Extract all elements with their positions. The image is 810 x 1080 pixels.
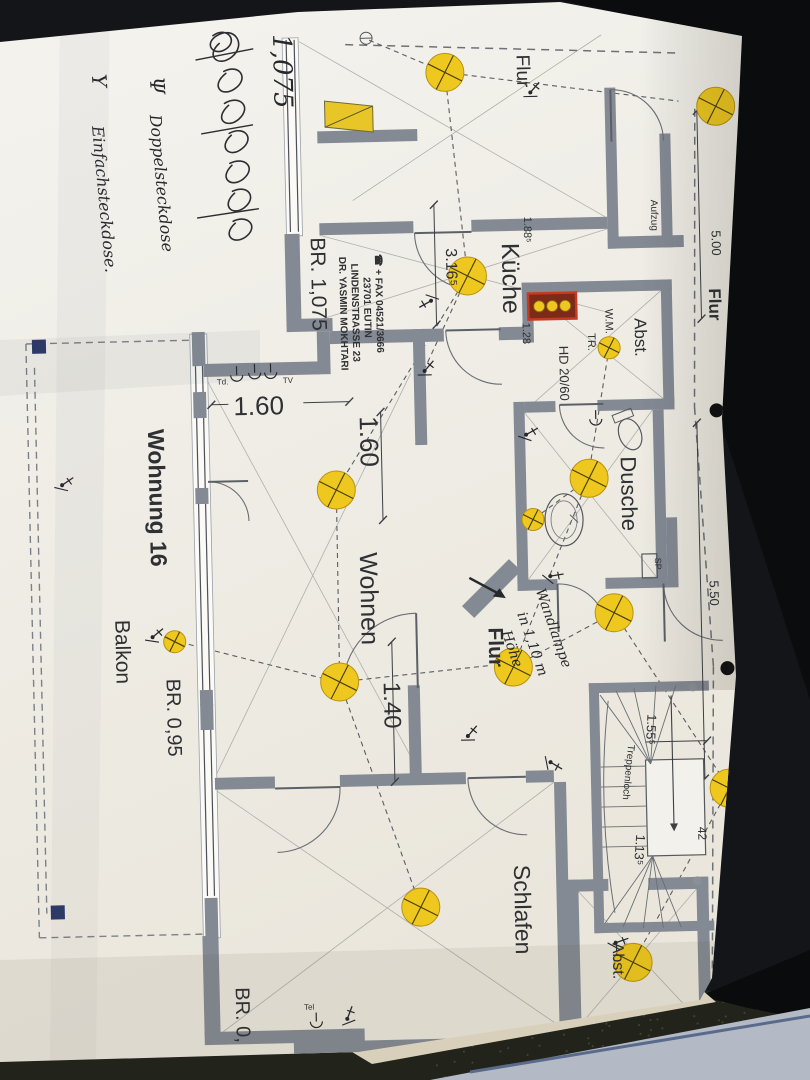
wall [215, 776, 275, 789]
door-leaf [559, 404, 603, 405]
wall [408, 685, 422, 779]
ceiling-light [317, 471, 356, 510]
wall [317, 331, 331, 374]
dim-3165: 3.16⁵ [442, 248, 460, 286]
room-dusche: Dusche [616, 456, 643, 531]
ceiling-light [401, 888, 440, 927]
label-br-095: BR. 0,95 [162, 678, 186, 756]
dim-128: 1.28 [520, 323, 532, 345]
ceiling-light [570, 459, 609, 498]
wall [319, 221, 413, 235]
dim-42: 42 [695, 827, 709, 841]
room-balkon: Balkon [110, 620, 134, 685]
hand-1075: 1,075 [266, 34, 298, 109]
label-wm: W.M. [602, 309, 615, 334]
stamp-line-2: LINDENSTRASSE 23 [348, 263, 361, 362]
ceiling-light [163, 630, 185, 652]
room-wohnen: Wohnen [354, 552, 384, 645]
label-wohnung-16: Wohnung 16 [143, 429, 172, 567]
door-leaf [208, 481, 248, 482]
ceiling-light [320, 663, 359, 702]
paper-sheet [0, 2, 742, 1062]
wall [284, 234, 301, 326]
dim-1135: 1.13⁵ [631, 834, 648, 866]
label-hd2060: HD 20/60 [556, 346, 572, 401]
dim-140: 1.40 [378, 681, 406, 728]
stamp-line-3: 23701 EUTIN [360, 277, 372, 338]
door-leaf [446, 329, 501, 330]
dim-1885: 1.88⁵ [521, 217, 533, 243]
door-leaf [610, 90, 611, 142]
stamp-line-4: ☎ + FAX 04521/3666 [372, 254, 385, 354]
dim-160-v: 1.60 [354, 416, 385, 467]
wall [200, 704, 214, 730]
door-leaf [415, 232, 472, 233]
wall [193, 392, 207, 418]
wall [524, 401, 555, 413]
ceiling-light [425, 53, 464, 92]
dim-1555: 1.55⁵ [643, 714, 659, 745]
hand-legend-symbol-doppel: Ψ [145, 76, 170, 96]
label-tv: TV [283, 376, 294, 385]
dim-160-h: 1.60 [233, 390, 284, 421]
label-tr: TR. [585, 333, 597, 351]
room-flur-top: Flur [511, 54, 533, 88]
label-br-1075: BR. 1,075 [306, 237, 331, 331]
wall [200, 690, 213, 706]
wall [526, 770, 554, 783]
ceiling-light [598, 337, 620, 359]
wall [195, 488, 208, 504]
room-schlafen: Schlafen [509, 865, 537, 955]
door-leaf [468, 777, 526, 778]
ceiling-light [522, 508, 544, 530]
ceiling-light [595, 593, 634, 632]
room-kueche: Küche [496, 243, 526, 315]
wall [205, 898, 219, 938]
stair-core [646, 759, 706, 856]
